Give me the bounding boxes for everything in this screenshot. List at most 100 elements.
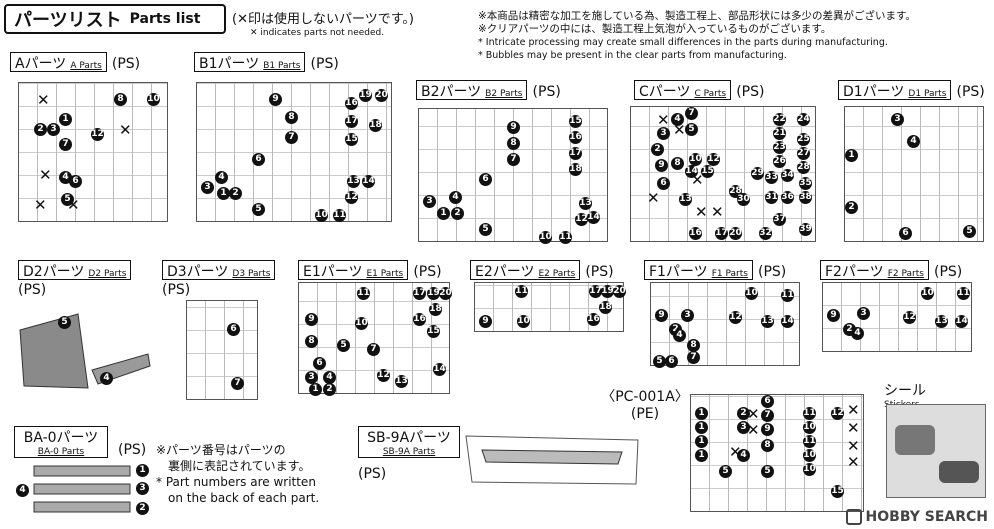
part-number: 13	[761, 315, 774, 328]
part-number: 4	[100, 372, 113, 385]
part-number: 4	[449, 191, 462, 204]
part-number: 4	[851, 327, 864, 340]
parts-list-title: パーツリスト Parts list	[4, 4, 226, 34]
runner-f2: 10 11 9 3 2 4 12 13 14	[822, 282, 972, 352]
x-marker: ✕	[847, 401, 860, 419]
part-number: 24	[797, 113, 810, 126]
part-d2-material: (PS)	[18, 282, 47, 298]
part-number: 9	[507, 121, 520, 134]
part-number: 10	[803, 421, 816, 434]
part-number: 10	[315, 209, 328, 222]
part-number: 4	[215, 171, 228, 184]
part-number: 10	[355, 317, 368, 330]
part-number: 12	[729, 311, 742, 324]
part-number: 18	[599, 301, 612, 314]
part-number: 2	[737, 407, 750, 420]
part-number: 13	[935, 315, 948, 328]
part-number: 1	[695, 435, 708, 448]
part-number: 9	[827, 309, 840, 322]
part-number: 14	[685, 165, 698, 178]
part-number: 19	[601, 285, 614, 298]
part-number: 1	[217, 187, 230, 200]
part-number: 18	[569, 163, 582, 176]
part-number: 20	[375, 89, 388, 102]
runner-d2: 5 4	[18, 300, 152, 392]
part-number: 8	[761, 439, 774, 452]
part-number: 3	[737, 421, 750, 434]
part-number: 7	[285, 131, 298, 144]
note-line: * Bubbles may be present in the clear pa…	[478, 50, 787, 61]
part-number: 2	[451, 207, 464, 220]
part-number: 5	[479, 223, 492, 236]
part-number: 3	[136, 482, 149, 495]
part-number: 17	[345, 115, 358, 128]
part-number: 10	[803, 463, 816, 476]
part-number: 2	[34, 123, 47, 136]
part-number: 13	[579, 197, 592, 210]
part-number: 23	[773, 141, 786, 154]
part-number: 12	[831, 407, 844, 420]
part-number: 5	[252, 203, 265, 216]
part-number: 3	[201, 181, 214, 194]
part-number: 2	[651, 143, 664, 156]
part-number: 11	[781, 289, 794, 302]
part-number: 7	[507, 153, 520, 166]
part-number: 36	[781, 191, 794, 204]
runner-ba0: 1 3 4 2	[14, 462, 154, 522]
title-en: Parts list	[129, 11, 201, 27]
runner-d1: 3 4 1 2 6 5	[844, 106, 984, 242]
part-number: 4	[323, 371, 336, 384]
part-number: 3	[305, 371, 318, 384]
part-number: 12	[377, 369, 390, 382]
part-number: 2	[845, 201, 858, 214]
x-marker: ✕	[747, 421, 760, 439]
part-number: 7	[685, 107, 698, 120]
part-number: 10	[921, 287, 934, 300]
part-number: 12	[903, 311, 916, 324]
x-marker: ✕	[34, 196, 47, 214]
part-number: 1	[309, 383, 322, 396]
part-number: 6	[69, 175, 82, 188]
x-note-jp: (✕印は使用しないパーツです。)	[232, 12, 414, 27]
part-sb9a-material: (PS)	[358, 466, 387, 482]
part-number: 5	[685, 123, 698, 136]
part-number: 14	[955, 315, 968, 328]
note-line: ※クリアパーツの中には、製造工程上気泡が入っているものがございます。	[478, 23, 832, 35]
part-number: 10	[539, 231, 552, 244]
x-marker: ✕	[729, 443, 742, 461]
part-number: 22	[773, 113, 786, 126]
part-number-footnote: ※パーツ番号はパーツの 裏側に表記されています。 * Part numbers …	[156, 443, 320, 505]
runner-e1: 11 17 19 20 18 9 10 16 15 8 5 7 6 3 4 12…	[298, 282, 452, 396]
part-number: 29	[751, 167, 764, 180]
part-number: 4	[673, 329, 686, 342]
x-marker: ✕	[847, 453, 860, 471]
part-number: 1	[845, 149, 858, 162]
part-number: 30	[737, 193, 750, 206]
part-number: 15	[569, 115, 582, 128]
part-number: 10	[745, 287, 758, 300]
part-number: 8	[285, 111, 298, 124]
part-number: 15	[701, 165, 714, 178]
part-number: 5	[653, 355, 666, 368]
part-number: 6	[313, 357, 326, 370]
hobby-search-logo-icon	[845, 509, 862, 525]
part-number: 6	[479, 173, 492, 186]
part-number: 17	[589, 285, 602, 298]
runner-d3: 6 7	[186, 300, 258, 400]
part-number: 1	[437, 207, 450, 220]
part-number: 10	[803, 449, 816, 462]
part-number: 13	[395, 375, 408, 388]
part-number: 1	[695, 407, 708, 420]
part-number: 8	[687, 339, 700, 352]
part-number: 12	[91, 128, 104, 141]
pc-label: 〈PC-001A〉 (PE)	[601, 389, 689, 422]
runner-pc: 6 1 1 1 1 2 3 4 7 9 8 11 10 11 10 10 12 …	[690, 394, 864, 512]
part-number: 20	[729, 227, 742, 240]
part-number: 28	[797, 161, 810, 174]
x-marker: ✕	[673, 121, 686, 139]
part-number: 5	[61, 193, 74, 206]
